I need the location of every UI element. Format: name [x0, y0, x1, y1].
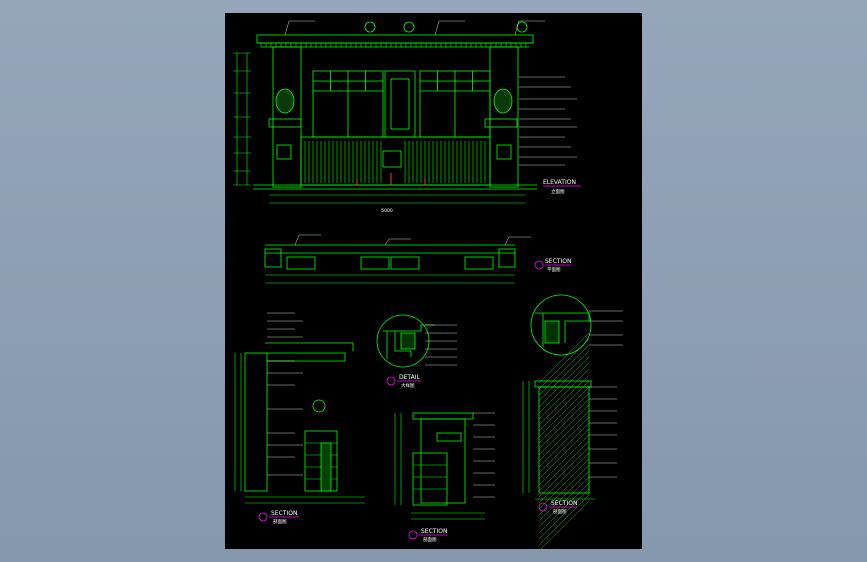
- section-mid-subtitle: 剖面图: [423, 536, 437, 543]
- section-left-title: SECTION: [271, 510, 297, 517]
- section-left-subtitle: 剖面图: [273, 518, 287, 525]
- section-right-subtitle: 剖面图: [553, 508, 567, 515]
- drawing-canvas: ELEVATION 立面图 5000 SECTION 平面图 DETAIL 大样…: [233, 20, 623, 552]
- view-titles: ELEVATION 立面图 5000 SECTION 平面图 DETAIL 大样…: [258, 179, 581, 543]
- section-mid-title: SECTION: [421, 528, 447, 535]
- plan-section-view: [264, 244, 516, 284]
- annotation-leaders: [267, 20, 623, 498]
- detail-view: [376, 314, 435, 368]
- detail-subtitle: 大样图: [401, 382, 415, 389]
- section-right-title: SECTION: [551, 500, 577, 507]
- elevation-red-marks: [356, 173, 426, 185]
- elevation-title: ELEVATION: [543, 179, 576, 186]
- section-right-view: [522, 332, 595, 552]
- elevation-subtitle: 立面图: [551, 188, 565, 195]
- elevation-total-dimension: 5000: [381, 208, 393, 214]
- drawing-sheet: ELEVATION 立面图 5000 SECTION 平面图 DETAIL 大样…: [225, 13, 642, 552]
- detail-title: DETAIL: [399, 374, 420, 381]
- plan-section-subtitle: 平面图: [547, 267, 561, 273]
- detail-right-view: [530, 294, 592, 356]
- plan-section-title: SECTION: [545, 258, 571, 265]
- elevation-view: [233, 21, 537, 204]
- section-mid-view: [394, 412, 485, 520]
- section-left-view: [234, 342, 365, 504]
